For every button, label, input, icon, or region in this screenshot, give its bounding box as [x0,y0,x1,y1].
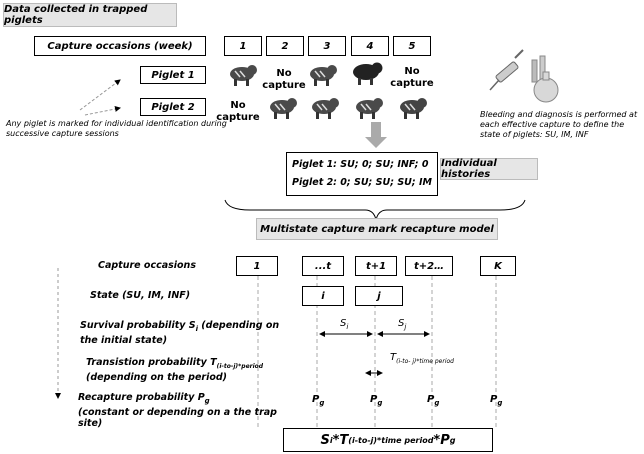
dashed-arrow-2 [84,106,121,116]
history-line-2: Piglet 2: 0; SU; SU; SU; IM [292,177,432,188]
row-label-state: State (SU, IM, INF) [90,290,191,301]
row-label-survival: Survival probability Si (depending on th… [80,320,280,346]
occasion-box-t2: t+2… [405,256,453,276]
week-box-2: 2 [266,36,304,56]
history-line-1: Piglet 1: SU; 0; SU; INF; 0 [292,159,429,170]
note-left: Any piglet is marked for individual iden… [6,119,227,138]
curly-brace [224,199,526,221]
transition-label: T(i-to- j)*time period [390,352,454,365]
week-box-4: 4 [351,36,389,56]
piglet-2-label: Piglet 2 [140,98,206,116]
week-box-3: 3 [308,36,346,56]
pg-label-3: Pg [427,394,440,407]
dashed-arrow-1 [79,79,121,111]
week-box-5: 5 [393,36,431,56]
piglet-1-label: Piglet 1 [140,66,206,84]
note-right: Bleeding and diagnosis is performed at e… [480,110,638,139]
week-box-1: 1 [224,36,262,56]
row-label-transition: Transistion probability T(i-to-j)*period… [86,357,264,383]
row-label-recapture: Recapture probability Pg(constant or dep… [78,392,277,429]
survival-label-sj: Sj [398,318,407,331]
pg-label-2: Pg [370,394,383,407]
syringe-icon [489,49,524,91]
histories-label: Individual histories [440,158,538,180]
capture-row-label: Capture occasions (week) [34,36,206,56]
state-box-j: j [355,286,403,306]
occasion-box-1: 1 [236,256,278,276]
flask-icon [531,55,559,103]
histories-box: Piglet 1: SU; 0; SU; INF; 0 Piglet 2: 0;… [286,152,438,196]
big-down-arrow [365,122,387,148]
survival-label-si: Si [340,318,349,331]
pig-icons [230,62,427,119]
pg-label-1: Pg [312,394,325,407]
occasion-box-t1: t+1 [355,256,397,276]
row-label-capture-occasions: Capture occasions [98,260,196,271]
header-title: Data collected in trapped piglets [3,3,177,27]
model-title: Multistate capture mark recapture model [256,218,498,240]
pg-label-4: Pg [490,394,503,407]
state-box-i: i [302,286,344,306]
occasion-box-t: ...t [302,256,344,276]
occasion-box-k: K [480,256,516,276]
